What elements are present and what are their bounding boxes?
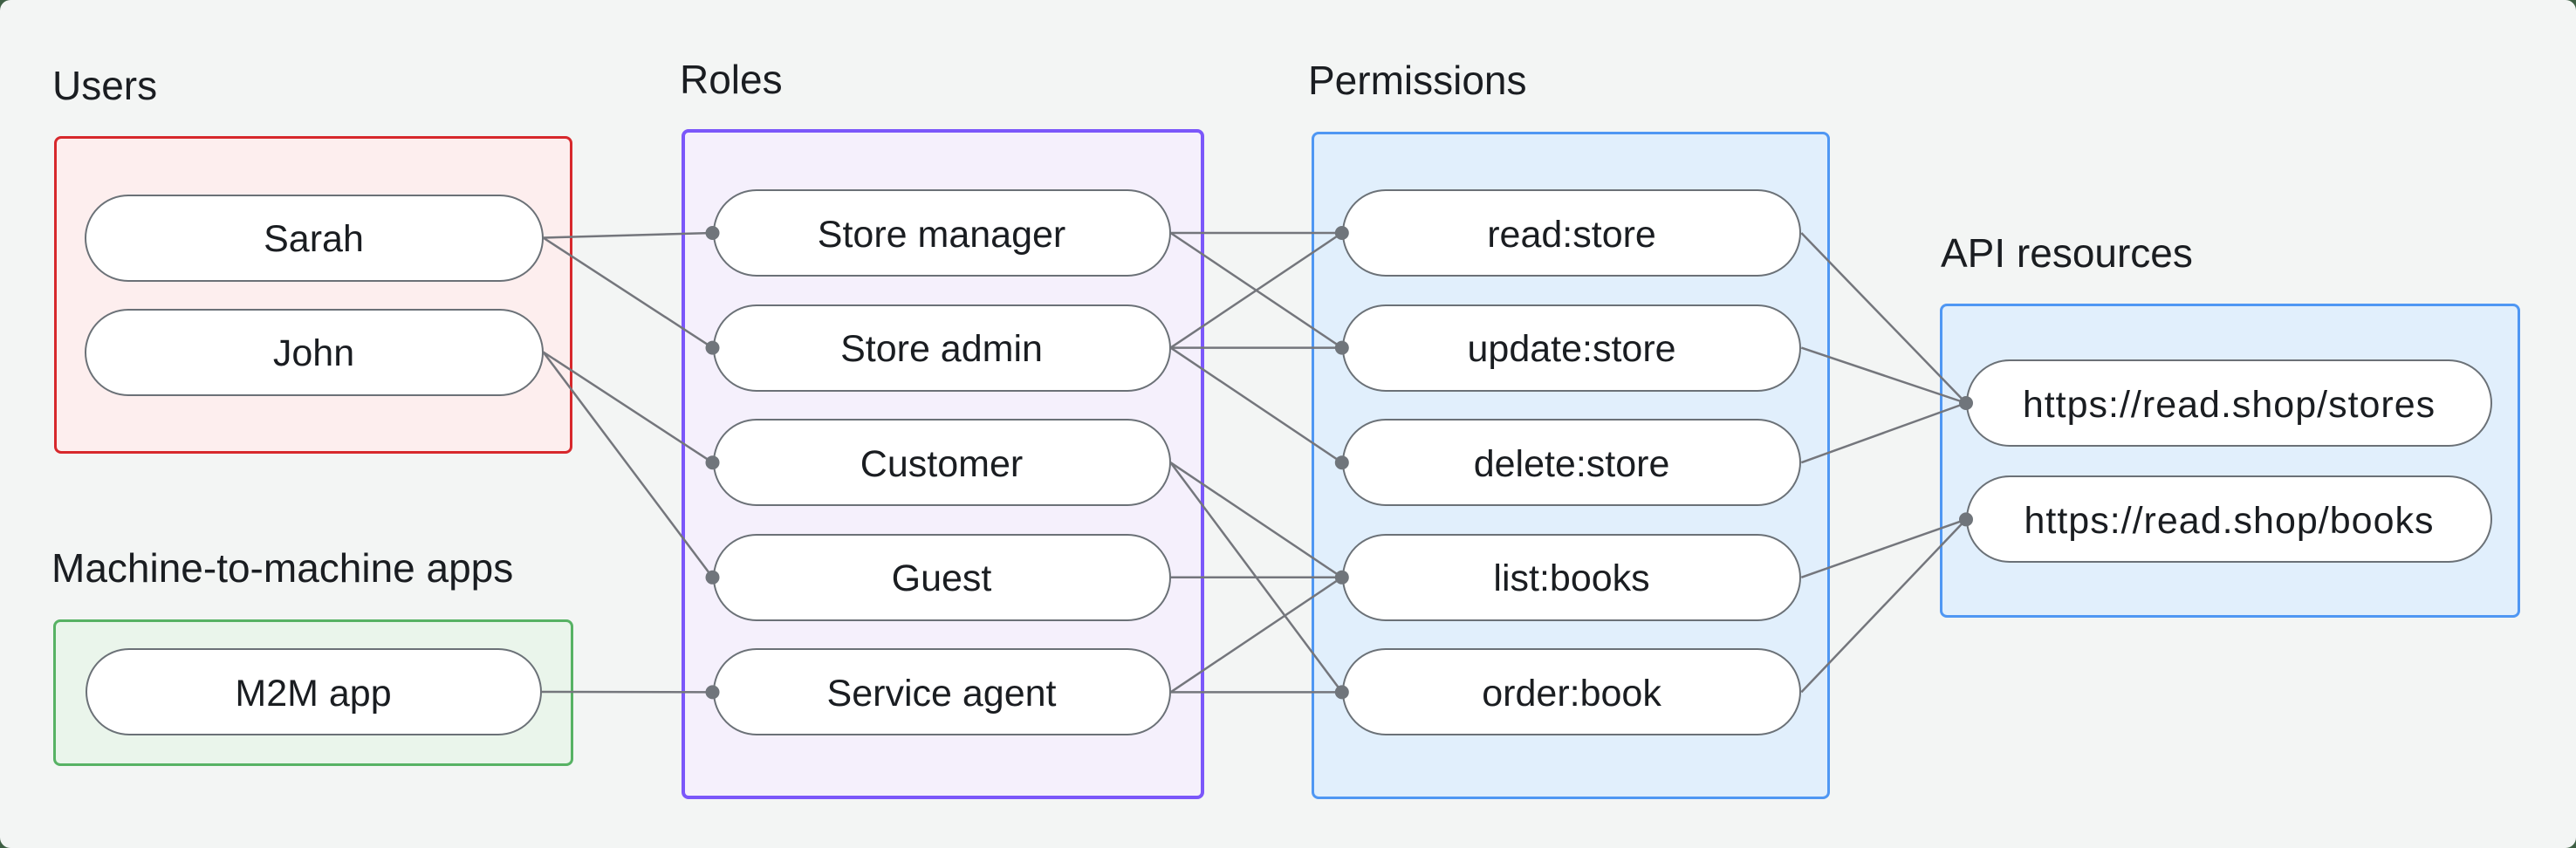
node-user-john: John — [84, 308, 544, 396]
node-role-guest: Guest — [712, 533, 1171, 621]
permissions-group-label: Permissions — [1308, 58, 1527, 103]
node-role-service-agent: Service agent — [712, 648, 1171, 736]
users-group-box — [54, 136, 572, 454]
node-api-resource-books: https://read.shop/books — [1966, 475, 2492, 564]
node-permission-delete-store: delete:store — [1341, 419, 1802, 507]
node-m2m-app: M2M app — [85, 648, 542, 735]
api-resources-group-label: API resources — [1941, 230, 2193, 276]
node-permission-read-store: read:store — [1341, 189, 1802, 277]
node-permission-list-books: list:books — [1341, 533, 1802, 621]
api-resources-group-box — [1940, 304, 2520, 618]
node-permission-update-store: update:store — [1341, 304, 1802, 392]
roles-group-label: Roles — [680, 57, 783, 102]
node-permission-order-book: order:book — [1341, 648, 1802, 736]
node-role-customer: Customer — [712, 419, 1171, 507]
users-group-label: Users — [52, 63, 158, 108]
node-user-sarah: Sarah — [84, 194, 544, 282]
node-role-store-admin: Store admin — [712, 304, 1171, 392]
m2m-group-label: Machine-to-machine apps — [51, 545, 514, 591]
node-role-store-manager: Store manager — [712, 189, 1171, 277]
node-api-resource-stores: https://read.shop/stores — [1966, 359, 2492, 447]
